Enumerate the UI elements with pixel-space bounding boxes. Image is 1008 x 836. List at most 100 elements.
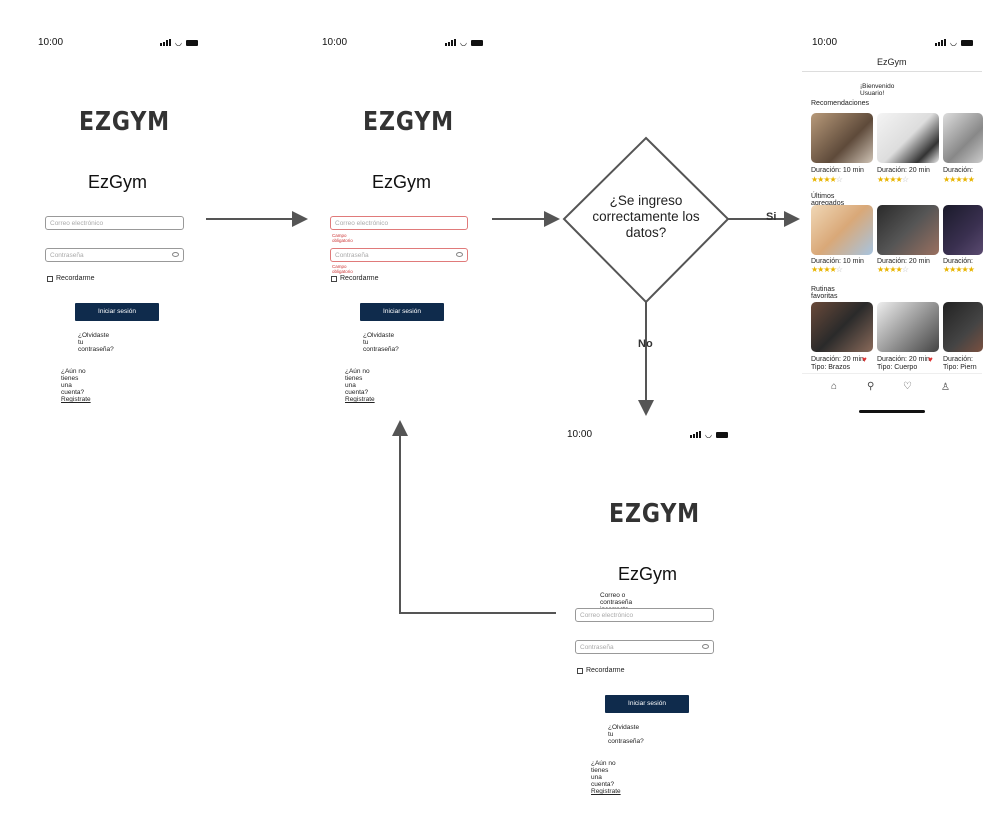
eye-icon[interactable]: [702, 644, 709, 649]
status-icons: ◡: [160, 38, 198, 47]
status-icons: ◡: [445, 38, 483, 47]
forgot-password-link[interactable]: ¿Olvidaste tu contraseña?: [608, 724, 644, 745]
star-rating: ★★★★☆: [811, 175, 843, 184]
workout-card-image[interactable]: [943, 302, 983, 352]
remember-label: Recordarme: [586, 667, 625, 674]
star-rating: ★★★★☆: [877, 265, 909, 274]
login-button[interactable]: Iniciar sesión: [605, 695, 689, 713]
signal-icon: [445, 39, 456, 46]
checkbox-box[interactable]: [47, 275, 53, 282]
workout-card-image[interactable]: [943, 205, 983, 255]
arrow-error-back: [392, 420, 556, 614]
login-button[interactable]: Iniciar sesión: [360, 303, 444, 321]
no-account-text: ¿Aún no tienes una cuenta?: [591, 760, 616, 788]
status-time: 10:00: [567, 429, 593, 440]
decision-text: ¿Se ingreso correctamente los datos?: [575, 193, 717, 241]
eye-icon[interactable]: [456, 252, 463, 257]
yes-label: Si: [766, 211, 777, 223]
remember-checkbox[interactable]: Recordarme: [577, 667, 625, 674]
section-title: Rutinas favoritas: [811, 286, 838, 300]
workout-card-image[interactable]: [877, 302, 939, 352]
app-title: EzGym: [618, 564, 678, 584]
header-divider: [802, 71, 982, 72]
no-account-text: ¿Aún no tienes una cuenta?: [61, 368, 86, 396]
remember-checkbox[interactable]: Recordarme: [47, 275, 95, 282]
decision-line-3: datos?: [625, 225, 667, 240]
card-duration: Duración:: [943, 356, 973, 363]
card-type: Tipo: Cuerpo: [877, 364, 918, 371]
decision-diamond: [562, 136, 730, 304]
register-prompt: ¿Aún no tienes una cuenta? Registrate: [61, 368, 91, 403]
card-type: Tipo: Brazos: [811, 364, 851, 371]
checkbox-box[interactable]: [577, 667, 583, 674]
password-error: Campo obligatorio: [332, 264, 353, 274]
signal-icon: [160, 39, 171, 46]
register-prompt: ¿Aún no tienes una cuenta? Registrate: [345, 368, 375, 403]
email-field[interactable]: Correo electrónico: [330, 216, 468, 230]
forgot-password-link[interactable]: ¿Olvidaste tu contraseña?: [78, 332, 114, 353]
register-link[interactable]: Registrate: [345, 396, 375, 403]
status-time: 10:00: [812, 37, 838, 48]
favorite-heart-icon[interactable]: ♥: [928, 355, 933, 364]
email-field[interactable]: Correo electrónico: [575, 608, 714, 622]
status-time: 10:00: [322, 37, 348, 48]
favorite-heart-icon[interactable]: ♥: [862, 355, 867, 364]
wifi-icon: ◡: [950, 38, 957, 47]
workout-card-image[interactable]: [877, 205, 939, 255]
remember-checkbox[interactable]: Recordarme: [331, 275, 379, 282]
wifi-icon: ◡: [175, 38, 182, 47]
app-logo: EZGYM: [363, 107, 455, 137]
register-link[interactable]: Registrate: [591, 788, 621, 795]
workout-card-image[interactable]: [811, 113, 873, 163]
forgot-password-link[interactable]: ¿Olvidaste tu contraseña?: [363, 332, 399, 353]
card-duration: Duración: 10 min: [811, 167, 864, 174]
workout-card-image[interactable]: [943, 113, 983, 163]
welcome-text: ¡Bienvenido Usuario!: [860, 83, 895, 97]
app-logo: EZGYM: [79, 107, 171, 137]
password-placeholder: Contraseña: [50, 252, 84, 259]
checkbox-box[interactable]: [331, 275, 337, 282]
decision-line-2: correctamente los: [592, 209, 700, 224]
search-icon[interactable]: ⚲: [867, 381, 875, 392]
app-logo: EZGYM: [609, 499, 701, 529]
password-field[interactable]: Contraseña: [330, 248, 468, 262]
app-title: EzGym: [88, 172, 148, 192]
workout-card-image[interactable]: [811, 205, 873, 255]
register-link[interactable]: Registrate: [61, 396, 91, 403]
home-icon[interactable]: ⌂: [831, 381, 838, 392]
card-duration: Duración:: [943, 258, 973, 265]
email-error: Campo obligatorio: [332, 233, 353, 243]
card-duration: Duración: 20 min: [877, 167, 930, 174]
section-title: Últimos agregados: [811, 193, 845, 207]
signal-icon: [935, 39, 946, 46]
star-rating: ★★★★☆: [877, 175, 909, 184]
user-icon[interactable]: ♙: [941, 382, 950, 393]
card-duration: Duración: 10 min: [811, 258, 864, 265]
register-prompt: ¿Aún no tienes una cuenta? Registrate: [591, 760, 621, 795]
battery-icon: [185, 39, 198, 46]
home-indicator: [859, 410, 925, 413]
login-button[interactable]: Iniciar sesión: [75, 303, 159, 321]
status-time: 10:00: [38, 37, 64, 48]
card-type: Tipo: Piern: [943, 364, 977, 371]
card-duration: Duración: 20 min: [811, 356, 864, 363]
password-field[interactable]: Contraseña: [45, 248, 184, 262]
password-field[interactable]: Contraseña: [575, 640, 714, 654]
email-field[interactable]: Correo electrónico: [45, 216, 184, 230]
heart-icon[interactable]: ♡: [903, 381, 912, 392]
workout-card-image[interactable]: [811, 302, 873, 352]
bottom-nav: [802, 373, 982, 374]
password-placeholder: Contraseña: [580, 644, 614, 651]
card-duration: Duración: 20 min: [877, 258, 930, 265]
star-rating: ★★★★★: [943, 175, 975, 184]
no-account-text: ¿Aún no tienes una cuenta?: [345, 368, 370, 396]
status-icons: ◡: [690, 430, 728, 439]
card-duration: Duración: 20 min: [877, 356, 930, 363]
workout-card-image[interactable]: [877, 113, 939, 163]
eye-icon[interactable]: [172, 252, 179, 257]
section-title: Recomendaciones: [811, 100, 869, 107]
wifi-icon: ◡: [460, 38, 467, 47]
decision-line-1: ¿Se ingreso: [609, 193, 683, 208]
password-placeholder: Contraseña: [335, 252, 369, 259]
